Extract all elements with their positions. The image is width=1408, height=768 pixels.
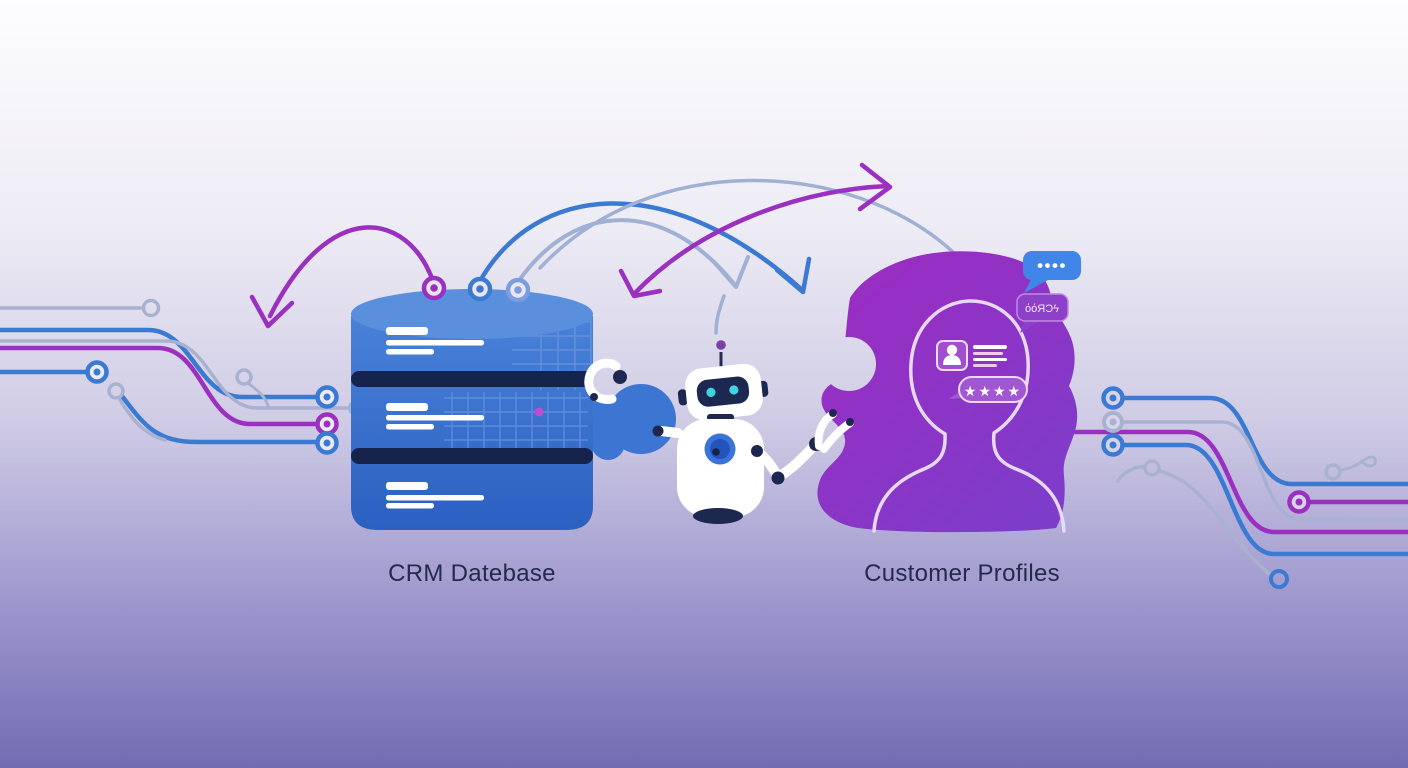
robot-claw-tip <box>846 418 854 426</box>
circuit-node-icon <box>1143 459 1161 477</box>
puzzle-profile-blob: ★★★★ •••• όόЯƆϟ <box>817 251 1081 533</box>
circuit-trace <box>118 398 167 442</box>
circuit-trace <box>0 345 319 427</box>
database-record-line <box>386 424 434 430</box>
circuit-trace <box>1116 465 1146 483</box>
arrow-curve <box>477 201 803 291</box>
database-record-line <box>386 403 428 411</box>
database-record-line <box>386 349 434 355</box>
database-record-line <box>386 340 484 346</box>
flow-arrows <box>249 162 955 335</box>
robot-joint <box>652 425 664 437</box>
arrow-curve <box>714 294 726 335</box>
circuit-terminal-node-icon <box>1101 386 1311 514</box>
database-body <box>351 316 593 530</box>
data-point-dot <box>534 407 544 417</box>
profile-text-line <box>973 345 1007 349</box>
circuit-node-icon <box>107 382 125 400</box>
chat-bubble-label: όόЯƆϟ <box>1025 303 1059 315</box>
robot-claw-tip <box>829 409 837 417</box>
left-circuit-traces <box>0 298 364 455</box>
rating-stars: ★★★★ <box>964 383 1022 399</box>
puzzle-socket-notch <box>822 337 876 391</box>
user-avatar-icon <box>943 344 961 365</box>
arrowhead-icon <box>712 255 750 289</box>
arrow-curve <box>538 178 955 270</box>
profiles-label: Customer Profiles <box>864 560 1060 587</box>
database-record-line <box>386 495 484 501</box>
database-band <box>351 448 593 464</box>
chat-dots-text: •••• <box>1037 256 1067 275</box>
robot-ear <box>677 389 688 406</box>
arrow-curve <box>631 183 891 297</box>
rating-pill: ★★★★ <box>948 376 1028 403</box>
circuit-node-icon <box>1269 569 1289 589</box>
database-grid <box>444 318 592 460</box>
circuit-trace <box>1069 429 1408 535</box>
profile-text-line <box>973 358 1007 361</box>
database-band <box>351 371 593 387</box>
database-record-line <box>386 327 428 335</box>
circuit-trace <box>0 327 319 400</box>
circuit-trace <box>1121 395 1408 487</box>
arrowhead-icon <box>618 268 663 299</box>
right-circuit-traces <box>1069 386 1408 589</box>
robot-joint <box>771 471 785 485</box>
profile-card <box>936 340 1007 371</box>
database-top <box>351 289 593 339</box>
database-record-line <box>386 503 434 509</box>
robot-head <box>677 363 769 421</box>
arrowhead-icon <box>774 256 812 295</box>
circuit-trace <box>0 339 350 410</box>
circuit-trace <box>1122 420 1408 522</box>
robot-antenna-ball <box>716 340 726 350</box>
chat-bubble-text: όόЯƆϟ <box>1016 293 1069 333</box>
robot-claw <box>584 358 621 404</box>
circuit-terminal-node-icon <box>85 360 339 455</box>
database-record-line <box>386 415 484 421</box>
circuit-node-icon <box>1324 463 1342 481</box>
profile-text-lines <box>973 345 1007 367</box>
circuit-node-icon <box>141 298 161 318</box>
arrowhead-icon <box>857 162 893 212</box>
robot-icon <box>584 340 854 524</box>
arrow-curve <box>267 225 436 319</box>
circuit-trace <box>1121 442 1408 557</box>
profile-text-line <box>973 364 997 367</box>
robot-chest-lens <box>704 433 736 465</box>
robot-joint <box>751 445 763 457</box>
circuit-trace <box>119 393 319 445</box>
circuit-trace <box>1337 455 1377 472</box>
robot-left-arm <box>584 358 683 438</box>
chat-bubble-dots: •••• <box>1023 251 1081 293</box>
circuit-trace <box>247 382 270 408</box>
robot-right-arm <box>751 409 854 485</box>
database-label: CRM Datebase <box>388 560 556 587</box>
circuit-node-icon <box>235 368 253 386</box>
robot-visor <box>696 376 750 407</box>
robot-base <box>693 508 743 524</box>
robot-body <box>677 419 764 517</box>
arrow-curve <box>516 218 737 287</box>
robot-joint <box>613 370 627 384</box>
database-record-line <box>386 482 428 490</box>
robot-eye <box>729 385 739 395</box>
robot-claw-tip <box>590 393 598 401</box>
database-record-lines <box>386 327 484 509</box>
profile-text-line <box>973 352 1003 355</box>
arrowhead-icon <box>249 294 295 329</box>
database-cylinder-icon <box>351 275 676 530</box>
person-silhouette-outline <box>872 299 1066 533</box>
robot-eye <box>706 387 716 397</box>
database-port-node-icon <box>421 275 531 303</box>
circuit-trace <box>1158 469 1272 576</box>
